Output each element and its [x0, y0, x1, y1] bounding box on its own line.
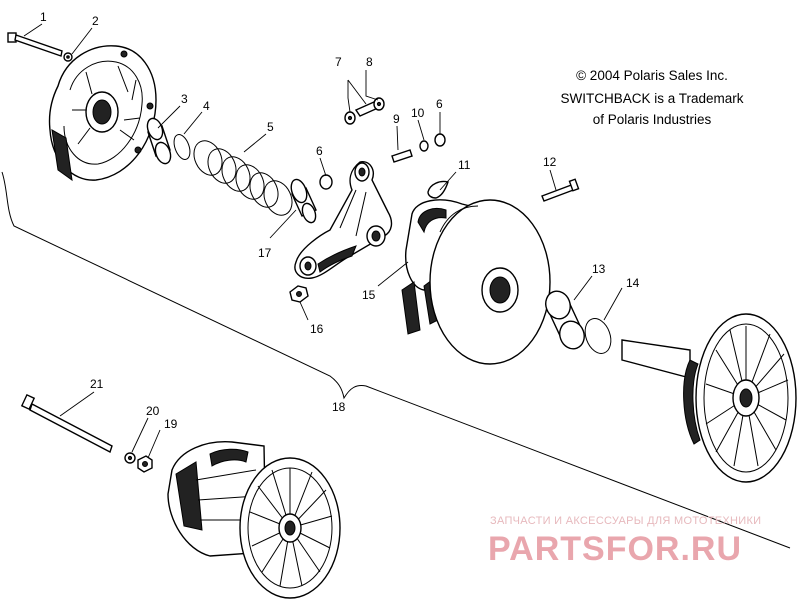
watermark-logo: PARTSFOR.RU — [488, 530, 742, 568]
label-7: 7 — [335, 55, 342, 69]
assembly-bracket — [1, 171, 791, 549]
clutch-assembly-part — [167, 441, 341, 599]
label-19: 19 — [164, 417, 178, 431]
label-6-left: 6 — [316, 144, 323, 158]
drive-bolt-part — [20, 393, 113, 454]
leader-lines — [23, 23, 623, 459]
part-number-labels: 1 2 3 4 5 6 7 8 9 10 6 11 12 13 14 15 16… — [40, 10, 640, 431]
label-20: 20 — [146, 404, 160, 418]
sheave-bushing-part — [545, 290, 585, 350]
spider-arm-part — [294, 161, 393, 279]
label-2: 2 — [92, 14, 99, 28]
copyright-line-1: © 2004 Polaris Sales Inc. — [576, 68, 728, 83]
label-18: 18 — [332, 400, 346, 414]
roller-part — [319, 174, 333, 190]
spider-bushing-part — [290, 178, 317, 224]
spring-part — [193, 140, 293, 216]
label-5: 5 — [267, 120, 274, 134]
weight-part — [427, 180, 449, 199]
copyright-notice: © 2004 Polaris Sales Inc. SWITCHBACK is … — [560, 68, 743, 127]
label-1: 1 — [40, 10, 47, 24]
label-21: 21 — [90, 377, 104, 391]
label-13: 13 — [592, 262, 606, 276]
label-12: 12 — [543, 155, 557, 169]
fixed-sheave-part — [621, 313, 797, 483]
label-8: 8 — [366, 55, 373, 69]
label-9: 9 — [393, 112, 400, 126]
cover-plate-part — [48, 45, 157, 182]
snap-ring-part — [173, 134, 191, 160]
copyright-line-3: of Polaris Industries — [593, 112, 712, 127]
label-16: 16 — [310, 322, 324, 336]
moveable-sheave-part — [401, 199, 551, 365]
bolt-part — [7, 32, 63, 57]
pin-bushing-part — [344, 97, 385, 125]
sheave-snap-ring-part — [584, 318, 612, 354]
roller-pin-part — [391, 133, 446, 163]
nut-part — [289, 285, 309, 303]
watermark: ЗАПЧАСТИ И АКСЕССУАРЫ ДЛЯ МОТОТЕХНИКИ PA… — [488, 515, 761, 568]
watermark-tagline: ЗАПЧАСТИ И АКСЕССУАРЫ ДЛЯ МОТОТЕХНИКИ — [490, 515, 761, 527]
label-3: 3 — [181, 92, 188, 106]
bushing-part — [146, 117, 172, 165]
screw-part — [541, 178, 580, 202]
label-17: 17 — [258, 246, 272, 260]
label-15: 15 — [362, 288, 376, 302]
label-11: 11 — [458, 158, 471, 172]
copyright-line-2: SWITCHBACK is a Trademark — [560, 91, 743, 106]
label-6-right: 6 — [436, 97, 443, 111]
label-4: 4 — [203, 99, 210, 113]
label-14: 14 — [626, 276, 640, 290]
label-10: 10 — [411, 106, 425, 120]
drive-nut-part — [137, 455, 153, 473]
